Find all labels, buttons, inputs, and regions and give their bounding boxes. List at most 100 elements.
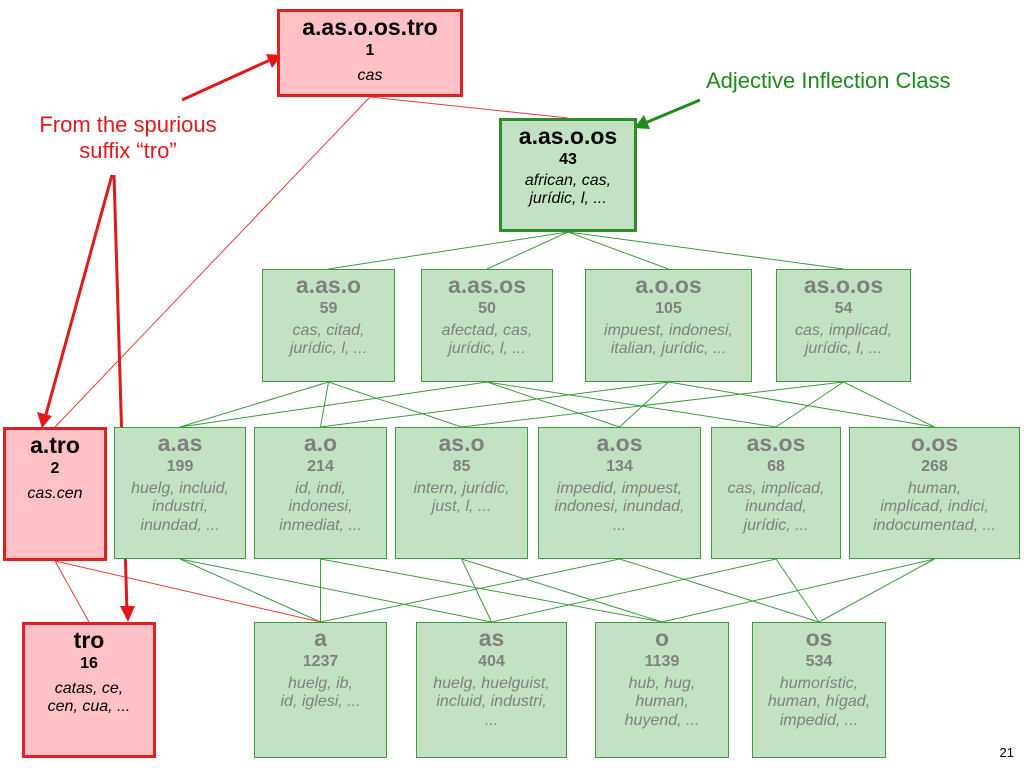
node-name: a.as.o (295, 272, 362, 298)
arrow-to-a-as-o-os (644, 98, 701, 125)
arrowhead (120, 606, 135, 622)
node-name: a.as.o.os.tro (302, 14, 438, 40)
node-count: 43 (559, 151, 577, 169)
edge-a_tro-a (54, 560, 321, 623)
edge-a_as_o_os_tro-a_tro (54, 96, 371, 428)
node-a-o-os: a.o.os 105 impuest, indonesi, italian, jur… (585, 269, 752, 382)
edge-as_o-o (461, 558, 663, 623)
node-examples: cas, implicad, inundad, jurídic, ... (727, 479, 825, 534)
node-examples: impuest, indonesi, italian, jurídic, ... (604, 321, 733, 358)
node-examples: cas, implicad, jurídic, l, ... (795, 321, 892, 358)
node-count: 2 (50, 460, 60, 478)
edge-o_os-os (818, 558, 935, 623)
edge-a_as_o_os-as_o_os (567, 231, 844, 270)
node-count: 1139 (644, 653, 680, 671)
node-examples: huelg, ib, id, iglesi, ... (280, 674, 361, 711)
edge-o_os-o (661, 558, 935, 623)
node-a-o: a.o 214 id, indi, indonesi, inmediat, ... (254, 427, 387, 559)
node-name: a.tro (30, 432, 80, 458)
edge-a_as_o_os-a_as_os (486, 231, 569, 270)
adjective-inflection-class-label: Adjective Inflection Class (706, 68, 951, 93)
node-count: 16 (80, 655, 98, 673)
node-examples: humorístic, human, hígad, impedid, ... (767, 674, 871, 729)
edge-as_o_os-o_os (843, 381, 935, 428)
node-as-os: as.os 68 cas, implicad, inundad, jurídic, … (711, 427, 841, 559)
node-name: as.o.os (803, 272, 884, 298)
node-count: 214 (307, 458, 334, 476)
node-examples: cas, citad, jurídic, l, ... (289, 321, 368, 358)
edge-a_o_os-o_os (668, 381, 935, 428)
edge-a_o_os-a_os (619, 381, 669, 428)
node-examples: human, implicad, indici, indocumentad, .… (873, 479, 996, 534)
node-name: a (314, 625, 327, 651)
node-as-o-os: as.o.os 54 cas, implicad, jurídic, l, ... (776, 269, 911, 382)
edge-a_as_o_os-a_as_o (328, 231, 569, 270)
page-number: 21 (999, 745, 1014, 760)
edge-a_as-as (179, 558, 492, 623)
node-name: a.as (157, 430, 203, 456)
edge-a_o-o (320, 558, 663, 623)
node-name: a.as.o.os (518, 123, 618, 149)
node-name: os (805, 625, 833, 651)
node-examples: impedid, impuest, indonesi, inundad, ... (554, 479, 685, 534)
node-name: a.o (303, 430, 338, 456)
edge-as_o_os-as_o (461, 381, 844, 428)
edge-a_as_o-a_as (179, 381, 329, 428)
node-count: 134 (606, 458, 633, 476)
node-count: 534 (805, 653, 833, 671)
node-examples: cas (357, 66, 383, 84)
node-examples: cas.cen (27, 484, 83, 502)
node-count: 85 (452, 458, 471, 476)
edge-a_as_o_os-a_o_os (567, 231, 669, 270)
node-name: a.o.os (635, 272, 702, 298)
node-examples: catas, ce, cen, cua, ... (47, 679, 131, 716)
node-count: 54 (834, 300, 853, 318)
node-count: 199 (166, 458, 194, 476)
node-a-tro: a.tro 2 cas.cen (3, 427, 107, 561)
node-examples: afectad, cas, jurídic, l, ... (441, 321, 533, 358)
node-count: 268 (921, 458, 948, 476)
arrow-to-a-as-o-os-tro (181, 58, 271, 102)
edge-as_o-as (461, 558, 492, 623)
node-examples: huelg, huelguist, incluid, industri, ... (433, 674, 550, 729)
node-count: 105 (655, 300, 682, 318)
edge-a_o_os-a_o (320, 381, 669, 428)
node-tro: tro 16 catas, ce, cen, cua, ... (22, 622, 156, 758)
node-name: o.os (910, 430, 959, 456)
edge-a_tro-tro (54, 560, 90, 623)
node-name: tro (73, 627, 105, 653)
node-o-os: o.os 268 human, implicad, indici, indocume… (849, 427, 1020, 559)
edge-a_as_o-a_o (320, 381, 329, 428)
node-count: 68 (767, 458, 785, 476)
node-count: 1237 (302, 653, 339, 671)
node-examples: hub, hug, human, huyend, ... (624, 674, 700, 729)
edge-a_as_os-a_os (486, 381, 620, 428)
spurious-suffix-annotation: From the spurious suffix “tro” (39, 112, 217, 164)
node-examples: id, indi, indonesi, inmediat, ... (279, 479, 362, 534)
node-count: 50 (478, 300, 496, 318)
edge-a_as_os-as_os (486, 381, 777, 428)
arrowhead (37, 412, 52, 428)
node-name: a.as.os (448, 272, 526, 298)
node-name: as (478, 625, 505, 651)
node-a-as-o-os: a.as.o.os 43 african, cas, jurídic, l, ... (499, 118, 637, 232)
arrowhead (634, 115, 650, 129)
edge-as_os-as (491, 558, 777, 623)
node-name: as.os (746, 430, 806, 456)
edge-as_o_os-as_os (775, 381, 844, 428)
edge-a_os-os (619, 558, 820, 623)
node-a-as-os: a.as.os 50 afectad, cas, jurídic, l, ... (421, 269, 553, 382)
node-count: 404 (478, 653, 505, 671)
edge-a_as_os-a_as (179, 381, 488, 428)
edge-a_as_o-as_o (328, 381, 462, 428)
edge-a_os-a (320, 558, 620, 623)
edge-a_as-a (179, 558, 321, 623)
node-count: 1 (365, 42, 375, 60)
edge-a_as_o_os_tro-a_as_o_os (369, 96, 569, 119)
node-examples: african, cas, jurídic, l, ... (524, 171, 612, 208)
